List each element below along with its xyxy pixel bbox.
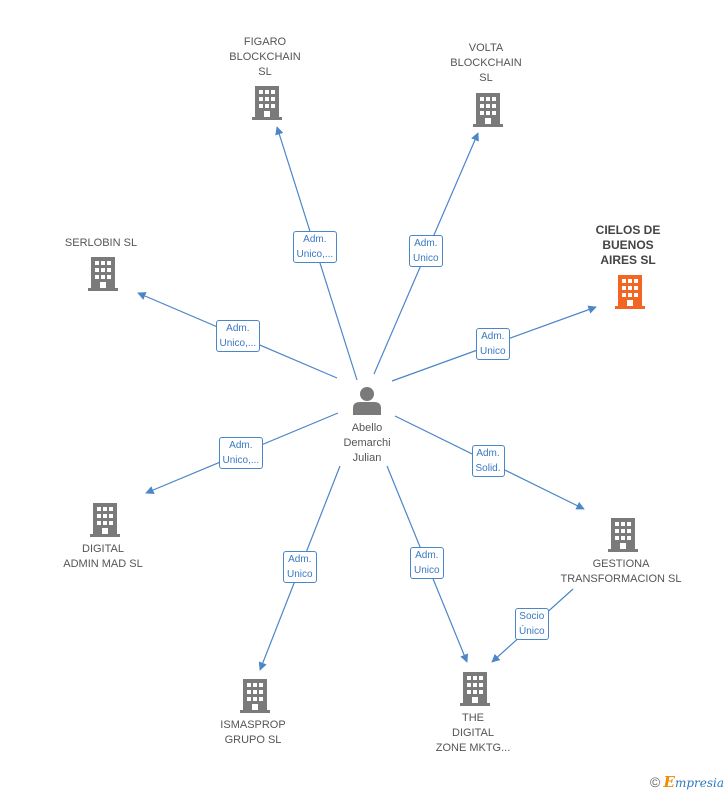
edge-label-person-to-gestiona[interactable]: Adm. Solid.	[471, 445, 505, 477]
icons-layer	[88, 86, 645, 713]
brand-name: mpresia	[674, 776, 724, 790]
building-icon-digital-admin[interactable]	[90, 503, 120, 537]
company-label-figaro[interactable]: FIGARO BLOCKCHAIN SL	[229, 36, 301, 78]
edge-label-person-to-digital-zone[interactable]: Adm. Unico	[410, 547, 444, 579]
company-label-digital-zone[interactable]: THE DIGITAL ZONE MKTG...	[435, 712, 511, 754]
person-label[interactable]: Abello Demarchi Julian	[343, 422, 391, 464]
building-icon-volta[interactable]	[473, 93, 503, 127]
copyright-icon: ©	[649, 774, 661, 790]
company-label-cielos[interactable]: CIELOS DE BUENOS AIRES SL	[595, 223, 661, 267]
company-label-volta[interactable]: VOLTA BLOCKCHAIN SL	[450, 42, 522, 84]
footer-brand: © Empresia	[650, 773, 724, 791]
building-icon-ismasprop[interactable]	[240, 679, 270, 713]
building-icon-serlobin[interactable]	[88, 257, 118, 291]
company-label-gestiona[interactable]: GESTIONA TRANSFORMACION SL	[560, 558, 682, 585]
edge-label-gestiona-to-digital-zone[interactable]: Socio Único	[515, 608, 549, 640]
company-label-serlobin[interactable]: SERLOBIN SL	[64, 237, 138, 249]
person-icon[interactable]	[353, 387, 381, 415]
building-icon-digital-zone[interactable]	[460, 672, 490, 706]
building-icon-figaro[interactable]	[252, 86, 282, 120]
company-label-digital-admin[interactable]: DIGITAL ADMIN MAD SL	[63, 543, 143, 570]
building-icon-gestiona[interactable]	[608, 518, 638, 552]
edge-label-person-to-figaro[interactable]: Adm. Unico,...	[292, 231, 338, 263]
edge-label-person-to-cielos[interactable]: Adm. Unico	[476, 328, 510, 360]
brand-initial: E	[663, 773, 675, 791]
edge-label-person-to-digital-admin[interactable]: Adm. Unico,...	[218, 437, 264, 469]
edge-label-person-to-serlobin[interactable]: Adm. Unico,...	[215, 320, 261, 352]
company-label-ismasprop[interactable]: ISMASPROP GRUPO SL	[220, 719, 286, 746]
building-icon-cielos[interactable]	[615, 275, 645, 309]
edge-label-person-to-volta[interactable]: Adm. Unico	[409, 235, 443, 267]
edge-label-person-to-ismasprop[interactable]: Adm. Unico	[283, 551, 317, 583]
